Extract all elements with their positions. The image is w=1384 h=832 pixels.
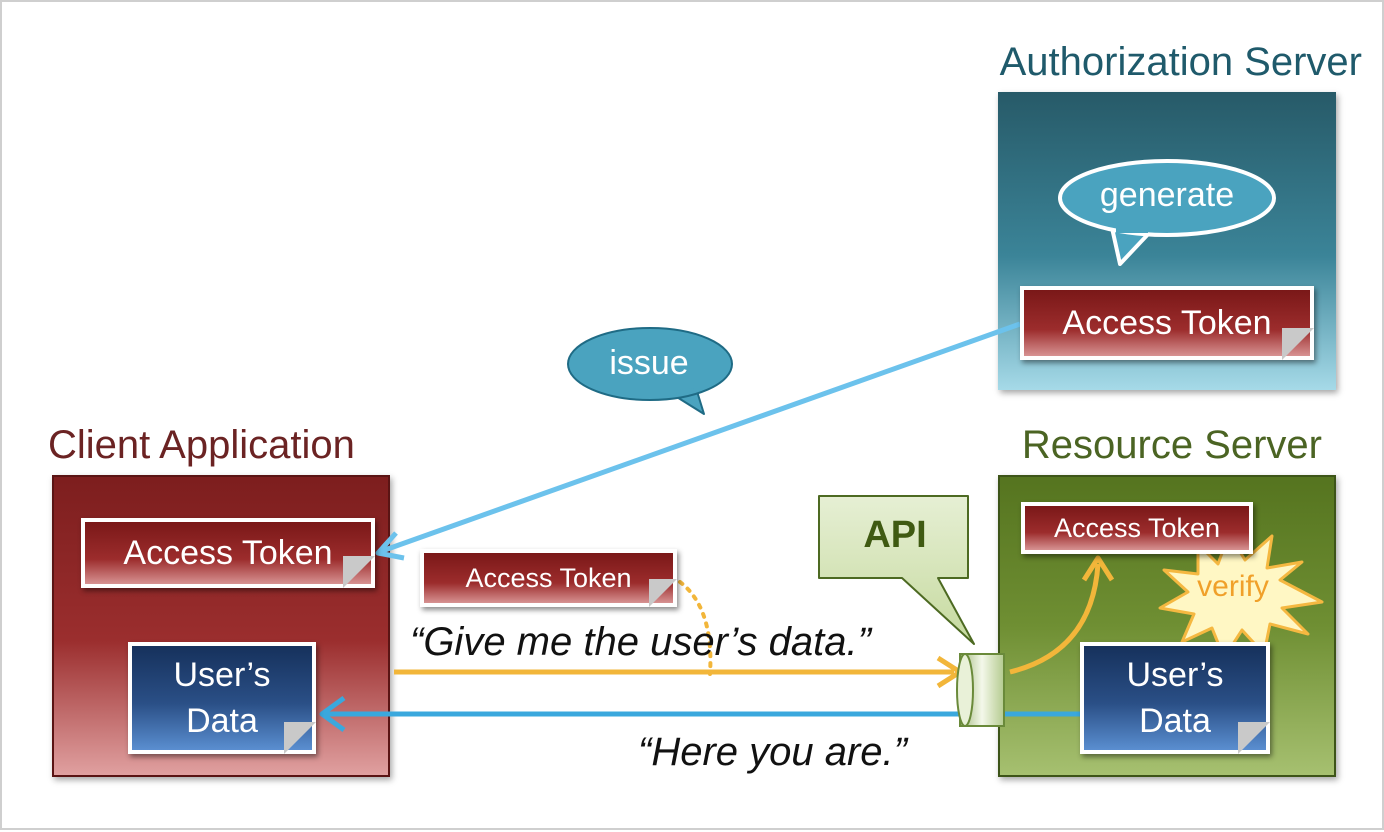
resource-server-title: Resource Server	[1021, 423, 1322, 467]
users-data-line2: Data	[1139, 702, 1211, 740]
api-callout	[818, 495, 975, 645]
page-fold-icon	[1282, 328, 1314, 360]
users-data-line1: User’s	[1126, 656, 1224, 694]
issue-arrow	[375, 321, 1021, 561]
issue-bubble	[567, 327, 733, 415]
access-token-label: Access Token	[465, 562, 632, 593]
page-fold-icon	[1238, 722, 1270, 754]
access-token-label: Access Token	[1053, 512, 1221, 543]
access-token-resource: Access Token	[1021, 502, 1253, 554]
response-arrow	[319, 695, 1082, 733]
verify-starburst	[1158, 532, 1324, 660]
api-label: API	[863, 514, 927, 556]
page-fold-icon	[649, 579, 677, 607]
request-quote: “Give me the user’s data.”	[410, 620, 871, 664]
access-token-authorization: Access Token	[1020, 286, 1314, 360]
users-data-line1: User’s	[173, 656, 271, 694]
users-data-line2: Data	[186, 702, 258, 740]
verify-arrow	[1009, 555, 1115, 675]
authorization-server-title: Authorization Server	[999, 40, 1362, 84]
api-port	[956, 653, 1005, 727]
token-attachment-dots	[678, 580, 713, 676]
verify-label: verify	[1197, 570, 1269, 603]
page-fold-icon	[343, 556, 375, 588]
users-data-resource: User’s Data	[1080, 642, 1270, 754]
generate-bubble	[1058, 159, 1276, 266]
access-token-client: Access Token	[81, 518, 375, 588]
generate-label: generate	[1099, 176, 1235, 214]
access-token-label: Access Token	[123, 534, 333, 572]
access-token-label: Access Token	[1062, 304, 1272, 342]
page-fold-icon	[284, 722, 316, 754]
issue-label: issue	[609, 344, 689, 382]
access-token-request: Access Token	[420, 549, 677, 607]
users-data-client: User’s Data	[128, 642, 316, 754]
client-application-title: Client Application	[48, 423, 355, 467]
response-quote: “Here you are.”	[638, 730, 907, 774]
